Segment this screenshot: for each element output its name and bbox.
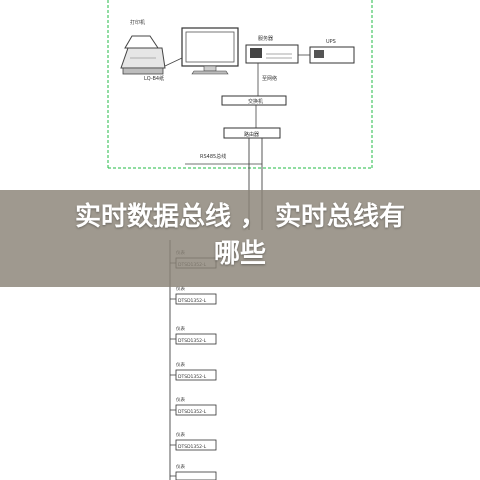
title-line-2: 哪些 [213,239,266,269]
device-label: DTSD1352-L [178,409,207,415]
device-header-label: 仪表 [176,396,185,403]
device-label: DTSD1352-L [178,338,207,344]
device-unit: 仪表 DTSD1352-L [170,431,217,451]
net-label: 至网络 [262,75,277,82]
router-label: 路由器 [244,131,259,138]
server-icon [245,44,299,64]
device-unit: 仪表 [170,463,217,480]
device-header-label: 仪表 [176,463,185,470]
printer-monitor-link [164,57,183,67]
device-label: DTSD1352-L [178,374,207,380]
device-header-label: 仪表 [176,325,185,332]
article-title: 实时数据总线 ， 实时总线有 哪些 [0,199,480,273]
ups-icon [309,46,355,64]
router-box [223,127,281,139]
green-dashed-frame [107,0,373,169]
device-header-label: 仪表 [176,361,185,368]
device-unit: 仪表 DTSD1352-L [170,285,217,305]
server-label: 服务器 [258,35,273,42]
device-header-label: 仪表 [176,431,185,438]
monitor-icon [181,27,239,75]
title-line-1: 实时数据总线 ， 实时总线有 [74,202,406,232]
switch-label: 交换机 [248,98,263,105]
ups-label: UPS [326,39,336,45]
device-unit: 仪表 DTSD1352-L [170,325,217,345]
bus-label: RS485总线 [200,153,226,160]
device-header-label: 仪表 [176,285,185,292]
printer-label: 打印机 [130,19,145,26]
device-unit: 仪表 DTSD1352-L [170,396,217,416]
printer-icon [120,35,166,75]
device-unit: 仪表 DTSD1352-L [170,361,217,381]
switch-box [221,95,287,106]
device-label: DTSD1352-L [178,298,207,304]
printer-sublabel: LQ-B4纸 [144,75,164,82]
title-overlay-band [0,190,480,287]
device-label: DTSD1352-L [178,444,207,450]
